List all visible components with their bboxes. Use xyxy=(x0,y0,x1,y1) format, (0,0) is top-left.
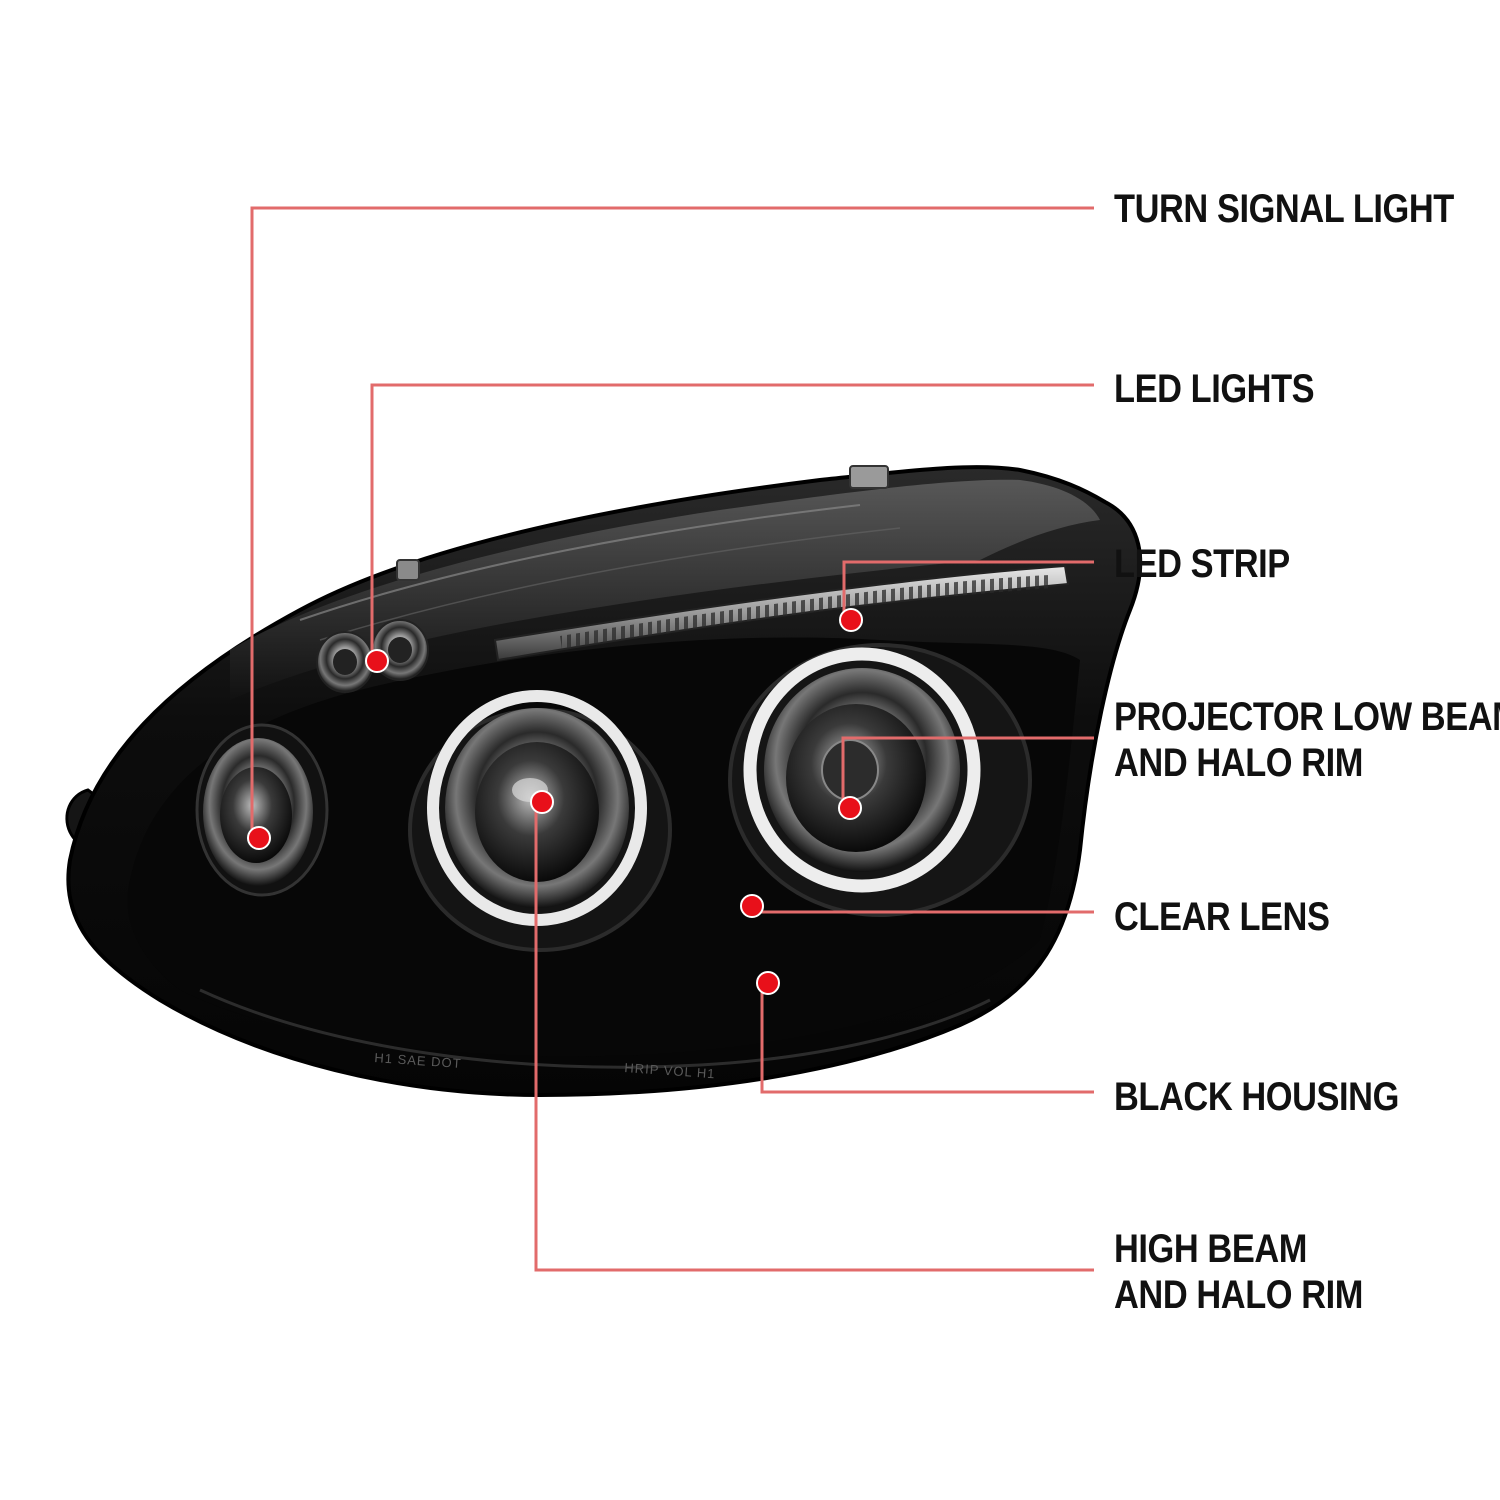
low-beam-projector xyxy=(728,643,1032,917)
led-strip xyxy=(493,564,1070,662)
label-projector-low-beam: PROJECTOR LOW BEAM AND HALO RIM xyxy=(1114,695,1500,785)
leader-lines xyxy=(250,206,1094,1272)
marker-projector-low-beam xyxy=(838,796,862,820)
mount-clip xyxy=(849,465,889,489)
leader-turn-signal xyxy=(250,206,1094,838)
leader-high-beam xyxy=(534,802,1094,1272)
label-turn-signal-light: TURN SIGNAL LIGHT xyxy=(1114,187,1454,231)
leader-led-strip xyxy=(842,560,1094,620)
callout-markers xyxy=(247,608,863,995)
label-black-housing: BLACK HOUSING xyxy=(1114,1075,1399,1119)
marker-high-beam xyxy=(530,790,554,814)
marker-led-lights xyxy=(365,649,389,673)
marker-led-strip xyxy=(839,608,863,632)
label-high-beam: HIGH BEAM AND HALO RIM xyxy=(1114,1227,1363,1317)
marker-clear-lens xyxy=(740,894,764,918)
leader-black-housing xyxy=(760,985,1094,1094)
marker-turn-signal xyxy=(247,826,271,850)
top-lens-band xyxy=(230,479,1100,700)
leader-projector-low-beam xyxy=(841,736,1094,808)
marker-black-housing xyxy=(756,971,780,995)
label-led-strip: LED STRIP xyxy=(1114,542,1290,586)
label-led-lights: LED LIGHTS xyxy=(1114,367,1315,411)
mount-clip xyxy=(396,559,420,581)
leader-led-lights xyxy=(370,383,1094,660)
label-clear-lens: CLEAR LENS xyxy=(1114,895,1330,939)
turn-signal-reflector xyxy=(195,723,329,897)
